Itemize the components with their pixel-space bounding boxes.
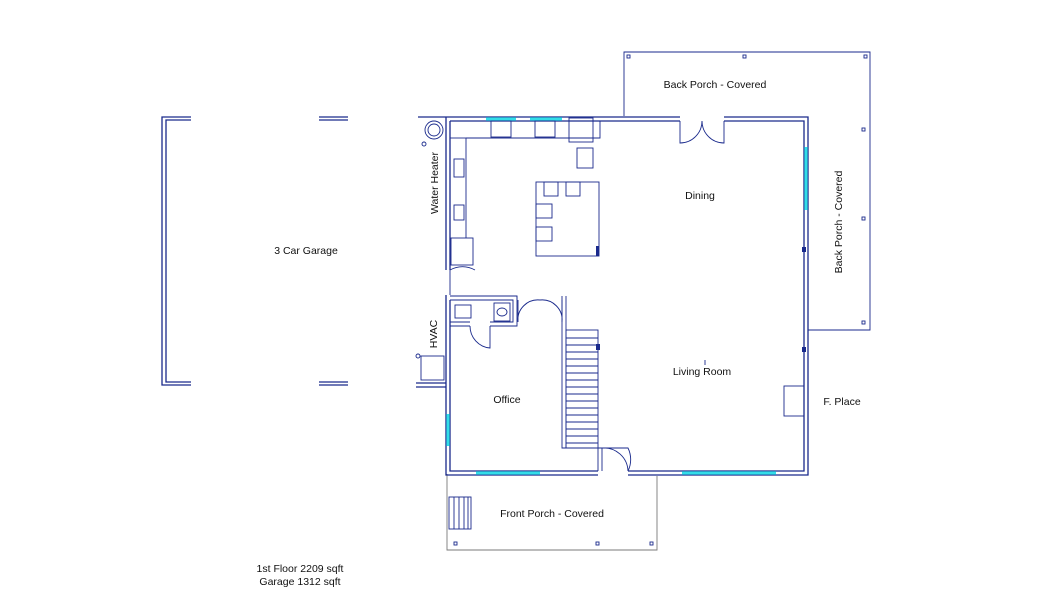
front-porch	[446, 474, 658, 551]
living-room-label: Living Room	[673, 366, 732, 378]
garage-area: Garage 1312 sqft	[259, 576, 341, 588]
fireplace	[783, 385, 805, 417]
water-heater	[421, 120, 444, 147]
garage-label: 3 Car Garage	[274, 245, 338, 257]
first-floor-area: 1st Floor 2209 sqft	[256, 563, 344, 575]
hvac-unit	[415, 353, 445, 381]
windows	[446, 117, 808, 475]
garage-walls	[161, 116, 348, 386]
back-porch-side-label: Back Porch - Covered	[833, 170, 845, 273]
hvac-label: HVAC	[428, 319, 440, 348]
back-porch-top-label: Back Porch - Covered	[664, 79, 767, 91]
fireplace-label: F. Place	[823, 396, 861, 408]
doors	[449, 120, 725, 472]
area-notes: 1st Floor 2209 sqft Garage 1312 sqft	[200, 563, 400, 589]
water-heater-label: Water Heater	[429, 151, 441, 214]
front-porch-label: Front Porch - Covered	[500, 508, 604, 520]
bathroom-fixtures	[454, 302, 511, 322]
interior-walls	[450, 295, 603, 471]
office-label: Office	[493, 394, 520, 406]
back-porch	[623, 51, 871, 331]
kitchen-cabinets	[450, 117, 601, 266]
exterior-walls	[416, 116, 809, 476]
dining-label: Dining	[685, 190, 715, 202]
